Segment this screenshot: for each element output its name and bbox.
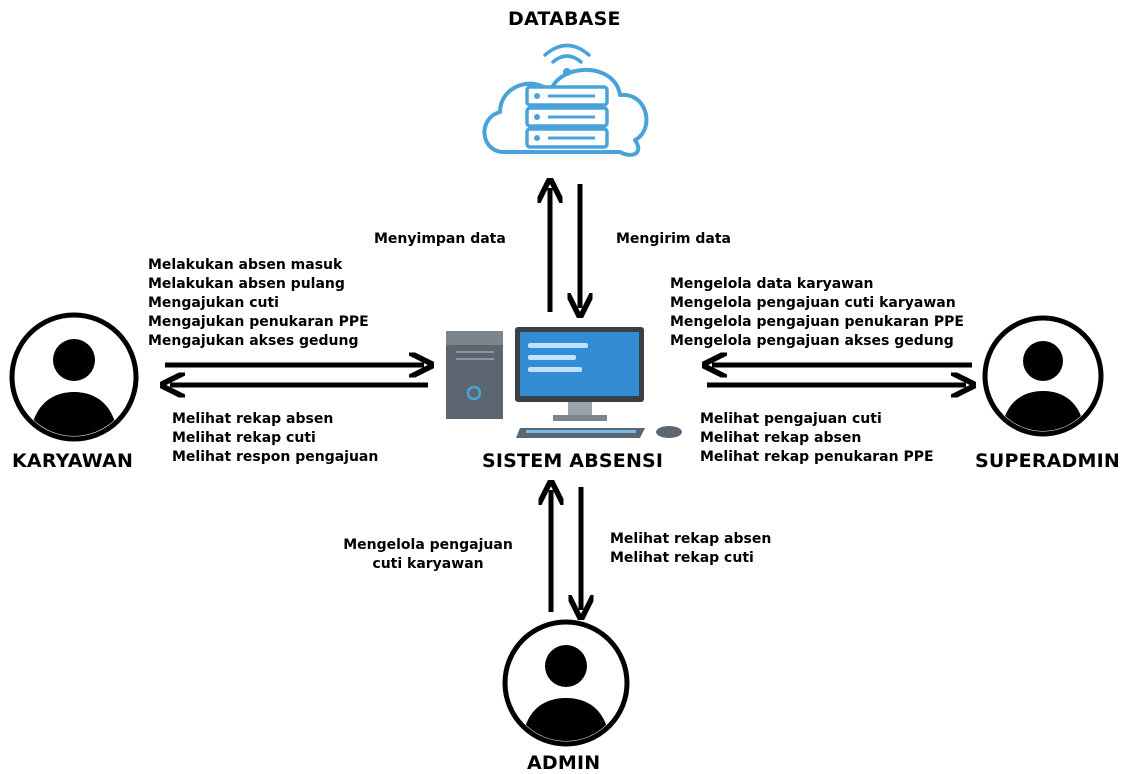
flow-label-line: Melihat pengajuan cuti: [700, 411, 882, 427]
user-avatar-icon: [982, 315, 1104, 437]
flow-label-line: Melihat rekap absen: [172, 411, 334, 427]
flow-label-line: Mengelola pengajuan akses gedung: [670, 333, 954, 349]
flow-label-to-database: Menyimpan data: [374, 230, 506, 249]
user-avatar-icon: [9, 312, 139, 442]
flow-label-line: Mengelola pengajuan cuti karyawan: [670, 295, 956, 311]
flow-label-from-database: Mengirim data: [616, 230, 731, 249]
flow-label-line: Melihat rekap absen: [700, 430, 862, 446]
flow-label-line: Melihat rekap penukaran PPE: [700, 449, 934, 465]
flow-label-line: Mengirim data: [616, 231, 731, 247]
flow-label-system-to-karyawan: Melihat rekap absen Melihat rekap cuti M…: [172, 410, 378, 467]
flow-label-line: Menyimpan data: [374, 231, 506, 247]
flow-label-system-to-superadmin: Melihat pengajuan cuti Melihat rekap abs…: [700, 410, 934, 467]
cloud-server-icon: [482, 43, 649, 157]
flow-label-line: Melakukan absen masuk: [148, 257, 343, 273]
flow-label-line: Mengajukan penukaran PPE: [148, 314, 369, 330]
node-title-superadmin: SUPERADMIN: [975, 450, 1121, 472]
flow-label-line: cuti karyawan: [372, 556, 484, 572]
user-avatar-icon: [502, 619, 630, 747]
flow-label-system-to-admin: Melihat rekap absen Melihat rekap cuti: [610, 530, 771, 568]
flow-label-line: Mengelola data karyawan: [670, 276, 874, 292]
flow-label-line: Melakukan absen pulang: [148, 276, 345, 292]
node-title-admin: ADMIN: [527, 752, 601, 774]
node-title-karyawan: KARYAWAN: [12, 450, 134, 472]
flow-label-line: Mengajukan akses gedung: [148, 333, 359, 349]
flow-label-line: Melihat respon pengajuan: [172, 449, 379, 465]
node-title-system: SISTEM ABSENSI: [482, 450, 664, 472]
flow-label-line: Mengajukan cuti: [148, 295, 279, 311]
desktop-computer-icon: [446, 327, 682, 438]
flow-label-line: Melihat rekap cuti: [610, 550, 754, 566]
flow-label-line: Mengelola pengajuan: [343, 537, 513, 553]
flow-label-superadmin-to-system: Mengelola data karyawan Mengelola pengaj…: [670, 275, 964, 351]
node-title-database: DATABASE: [508, 8, 621, 30]
flow-label-karyawan-to-system: Melakukan absen masuk Melakukan absen pu…: [148, 256, 369, 351]
flow-label-line: Melihat rekap absen: [610, 531, 772, 547]
flow-label-line: Mengelola pengajuan penukaran PPE: [670, 314, 964, 330]
flow-label-admin-to-system: Mengelola pengajuan cuti karyawan: [328, 536, 528, 574]
flow-label-line: Melihat rekap cuti: [172, 430, 316, 446]
